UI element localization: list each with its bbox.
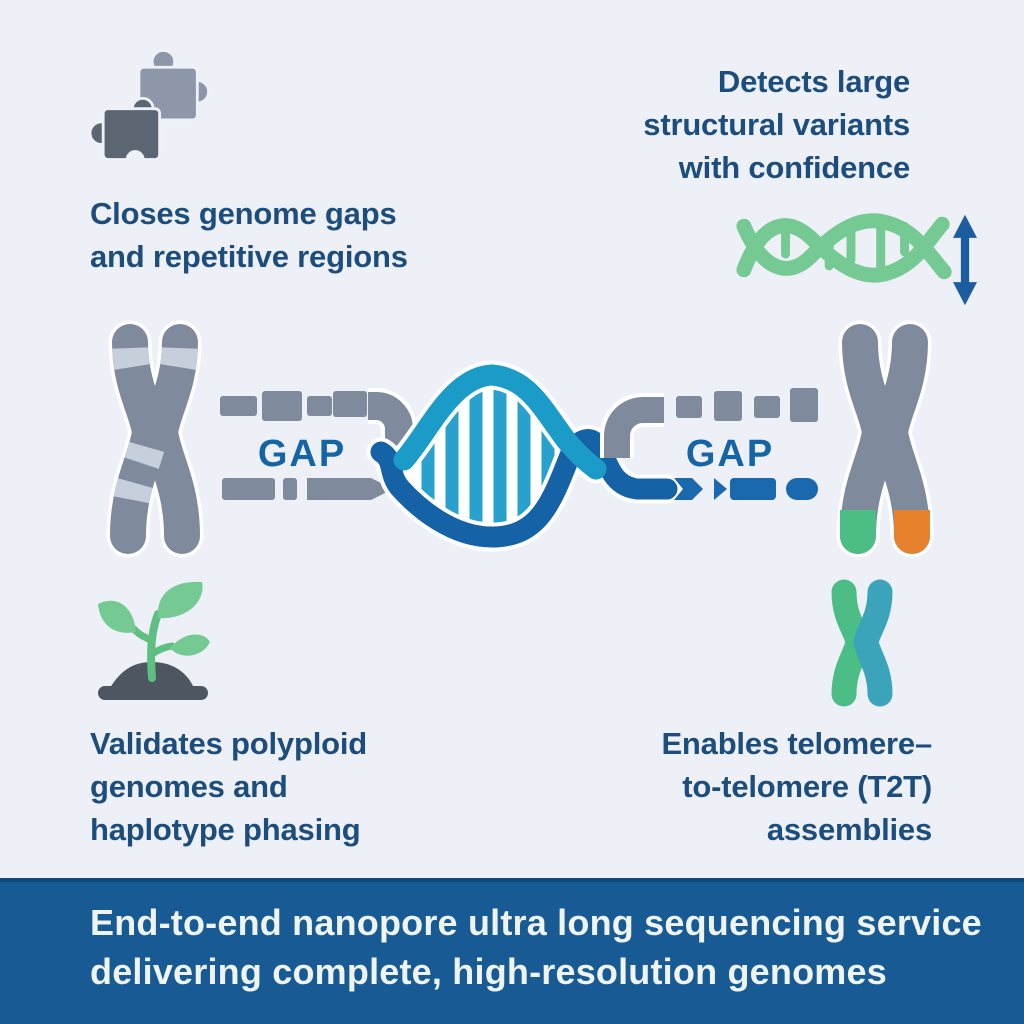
helix-strand-cyan bbox=[393, 364, 607, 480]
gap-closing-diagram: GAP bbox=[106, 320, 934, 558]
feature-line: Validates polyploid bbox=[90, 726, 367, 761]
feature-line: Detects large bbox=[717, 64, 910, 99]
feature-line: genomes and bbox=[90, 769, 288, 804]
chromatid-teal bbox=[853, 579, 893, 707]
puzzle-piece-dark bbox=[90, 96, 162, 161]
seedling-leaves bbox=[98, 581, 210, 656]
feature-line: Enables telomere– bbox=[661, 726, 932, 761]
pipe-elbow-right bbox=[604, 397, 664, 458]
pipe-elbow-left bbox=[368, 392, 413, 454]
chromosome-bands bbox=[110, 341, 200, 537]
gap-dashes-left bbox=[220, 388, 417, 500]
feature-line: and repetitive regions bbox=[90, 239, 408, 274]
banner-line: End-to-end nanopore ultra long sequencin… bbox=[90, 902, 982, 943]
gap-label-right: GAP bbox=[686, 433, 774, 475]
chromosome-pair-icon bbox=[831, 579, 893, 707]
chromosome-right bbox=[836, 320, 934, 558]
variant-helix-strands bbox=[736, 213, 952, 283]
sequenced-dashes-blue bbox=[674, 478, 818, 500]
size-range-arrow-icon bbox=[953, 214, 977, 306]
feature-line: to-telomere (T2T) bbox=[682, 769, 932, 804]
dna-variant-icon bbox=[736, 213, 952, 283]
gap-label-left: GAP bbox=[258, 433, 346, 475]
banner-text: End-to-end nanopore ultra long sequencin… bbox=[90, 898, 982, 996]
feature-genome-gaps-text: Closes genome gaps and repetitive region… bbox=[90, 192, 408, 278]
feature-line: structural variants bbox=[643, 107, 910, 142]
banner-line: delivering complete, high-resolution gen… bbox=[90, 951, 887, 992]
telomere-tip-green bbox=[840, 510, 876, 554]
feature-line: with confidence bbox=[678, 150, 910, 185]
read-arrow-gray bbox=[307, 478, 393, 500]
seedling-icon bbox=[98, 581, 210, 700]
puzzle-notch bbox=[125, 150, 145, 169]
feature-line: Closes genome gaps bbox=[90, 196, 397, 231]
gap-dashes-right bbox=[600, 388, 818, 500]
feature-line: assemblies bbox=[766, 812, 932, 847]
chromosome-left bbox=[106, 320, 204, 558]
telomere-tip-orange bbox=[894, 510, 930, 554]
banner: End-to-end nanopore ultra long sequencin… bbox=[0, 878, 1024, 1024]
feature-structural-variants-text: Detects large structural variants with c… bbox=[643, 60, 910, 189]
feature-polyploid-text: Validates polyploid genomes and haplotyp… bbox=[90, 722, 367, 851]
feature-t2t-text: Enables telomere– to-telomere (T2T) asse… bbox=[661, 722, 932, 851]
feature-line: haplotype phasing bbox=[90, 812, 361, 847]
puzzle-icon bbox=[90, 52, 211, 169]
